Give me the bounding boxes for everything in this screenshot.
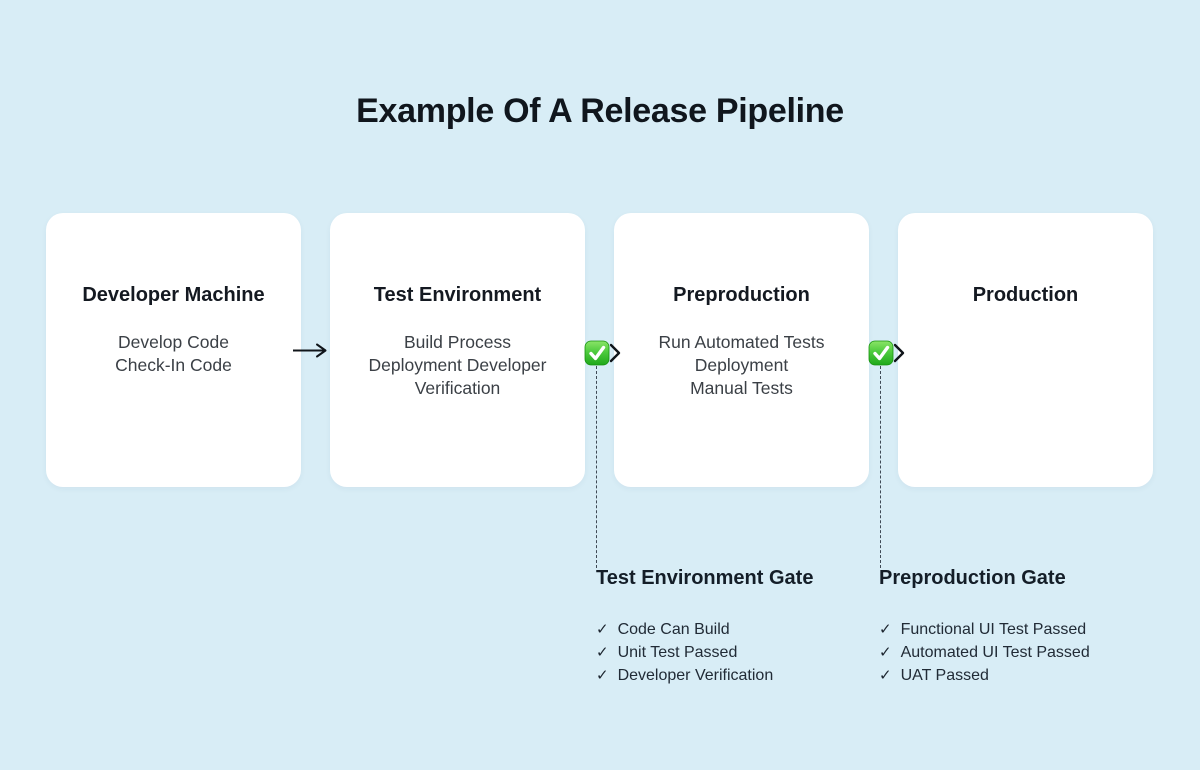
gate-check-label: UAT Passed <box>900 667 989 684</box>
stage-title: Preproduction <box>673 284 810 306</box>
page-title: Example Of A Release Pipeline <box>356 92 844 130</box>
gate-leader-line <box>880 366 881 568</box>
flow-arrow-icon <box>293 343 327 358</box>
gate-check-item: ✓ Code Can Build <box>596 618 813 641</box>
gate-check-label: Automated UI Test Passed <box>900 644 1090 661</box>
stage-task: Develop Code <box>118 332 229 352</box>
stage-task: Deployment <box>694 355 789 375</box>
stage-task: Build Process <box>404 332 511 352</box>
check-icon: ✓ <box>596 667 609 684</box>
gate-check-label: Unit Test Passed <box>617 644 738 661</box>
gate-check-item: ✓ Functional UI Test Passed <box>879 618 1090 641</box>
gate-check-label: Code Can Build <box>617 621 730 638</box>
gate-title: Test Environment Gate <box>596 567 814 589</box>
stage-task: Verification <box>414 378 501 398</box>
gate-approved-check-icon <box>584 340 621 366</box>
stage-title: Test Environment <box>373 284 542 306</box>
gate-check-item: ✓ Developer Verification <box>596 664 813 687</box>
gate-check-item: ✓ Automated UI Test Passed <box>879 641 1090 664</box>
check-icon: ✓ <box>879 621 892 638</box>
stage-task: Deployment Developer <box>368 355 547 375</box>
gate-title: Preproduction Gate <box>879 567 1066 589</box>
stage-tasks: Run Automated Tests Deployment Manual Te… <box>614 331 869 400</box>
gate-check-label: Developer Verification <box>617 667 774 684</box>
stage-card-preproduction: Preproduction Run Automated Tests Deploy… <box>614 213 869 487</box>
stage-card-developer-machine: Developer Machine Develop Code Check-In … <box>46 213 301 487</box>
stage-task: Manual Tests <box>690 378 793 398</box>
stage-title: Developer Machine <box>82 284 265 306</box>
stage-tasks: Develop Code Check-In Code <box>46 331 301 377</box>
gate-check-item: ✓ Unit Test Passed <box>596 641 813 664</box>
gate-leader-line <box>596 366 597 568</box>
gate-check-label: Functional UI Test Passed <box>900 621 1087 638</box>
gate-approved-check-icon <box>868 340 905 366</box>
gate-section-preproduction: Preproduction Gate ✓ Functional UI Test … <box>879 566 1090 687</box>
stage-title: Production <box>972 284 1079 306</box>
stage-card-production: Production <box>898 213 1153 487</box>
check-icon: ✓ <box>596 621 609 638</box>
check-icon: ✓ <box>879 644 892 661</box>
stage-tasks: Build Process Deployment Developer Verif… <box>330 331 585 400</box>
stage-task: Run Automated Tests <box>658 332 825 352</box>
gate-check-item: ✓ UAT Passed <box>879 664 1090 687</box>
check-icon: ✓ <box>596 644 609 661</box>
gate-section-test-environment: Test Environment Gate ✓ Code Can Build ✓… <box>596 566 813 687</box>
check-icon: ✓ <box>879 667 892 684</box>
stage-card-test-environment: Test Environment Build Process Deploymen… <box>330 213 585 487</box>
stage-task: Check-In Code <box>115 355 232 375</box>
